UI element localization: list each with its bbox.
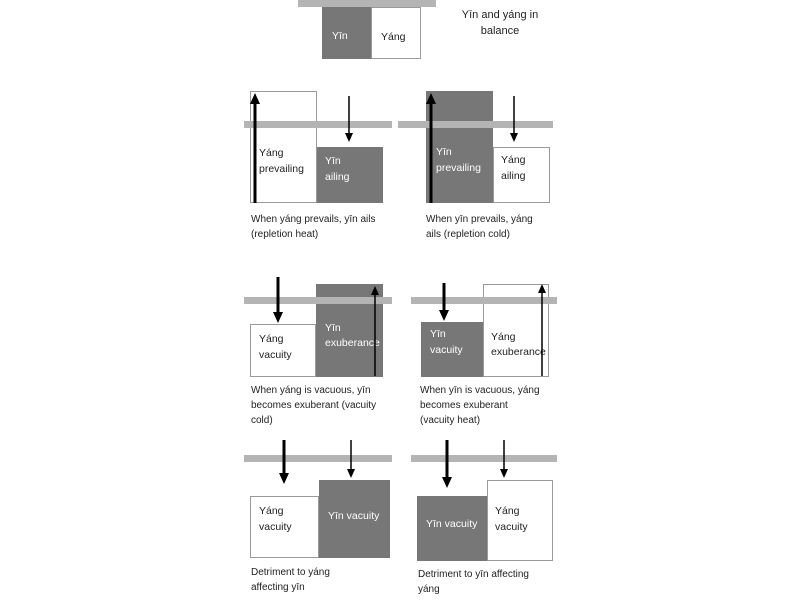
yang-vacuity-label-2: vacuity: [495, 521, 528, 533]
yang-exuberance-label-1: Yáng: [491, 331, 516, 343]
yang-vacuity-label-2: vacuity: [259, 349, 292, 361]
panel-bar: [398, 121, 553, 128]
panel-caption: When yáng is vacuous, yīn becomes exuber…: [251, 385, 377, 426]
yin-ailing-label-2: ailing: [325, 171, 350, 183]
down-arrow-icon: [347, 440, 355, 478]
yang-ailing-label-1: Yáng: [501, 154, 526, 166]
yin-vacuity-label-1: Yīn: [430, 328, 446, 340]
panel-bar: [244, 297, 392, 304]
yin-exuberance-label-1: Yīn: [325, 322, 341, 334]
yang-vacuity-box: Yáng vacuity: [487, 480, 553, 561]
panel-bar: [411, 297, 557, 304]
yang-vacuity-label-1: Yáng: [259, 333, 284, 345]
yang-prevailing-box: Yáng prevailing: [250, 91, 317, 203]
down-arrow-icon: [273, 277, 283, 323]
yin-vacuity-box: Yīn vacuity: [319, 480, 390, 558]
yin-prevailing-box: Yīn prevailing: [426, 91, 493, 203]
panel-caption: When yáng prevails, yīn ails (repletion …: [251, 214, 376, 240]
yang-vacuity-box: Yáng vacuity: [250, 324, 316, 377]
yang-prevailing-label-2: prevailing: [259, 163, 304, 175]
yang-vacuity-label-2: vacuity: [259, 521, 292, 533]
yin-prevailing-label-1: Yīn: [436, 146, 452, 158]
panel-bar: [411, 455, 557, 462]
up-arrow-icon: [371, 286, 379, 376]
panel-caption: Detriment to yáng affecting yīn: [251, 567, 330, 593]
yin-vacuity-label: Yīn vacuity: [328, 510, 380, 522]
balance-yin-label: Yīn: [332, 30, 348, 42]
balance-yang-label: Yáng: [381, 31, 406, 43]
balance-yang-box: Yáng: [371, 7, 421, 59]
yin-vacuity-label-2: vacuity: [430, 344, 463, 356]
yin-ailing-box: Yīn ailing: [317, 147, 383, 203]
yang-ailing-label-2: ailing: [501, 170, 526, 182]
yin-exuberance-label-2: exuberance: [325, 337, 380, 349]
yin-vacuity-box: Yīn vacuity: [421, 322, 483, 377]
panel-caption: When yīn prevails, yáng ails (repletion …: [426, 214, 533, 240]
yang-ailing-box: Yáng ailing: [493, 147, 550, 203]
panel-bar: [244, 455, 392, 462]
yin-prevailing-label-2: prevailing: [436, 162, 481, 174]
yin-vacuity-box: Yīn vacuity: [417, 496, 487, 561]
yang-exuberance-label-2: exuberance: [491, 346, 546, 358]
yang-vacuity-box: Yáng vacuity: [250, 496, 319, 558]
down-arrow-icon: [442, 440, 452, 488]
up-arrow-icon: [538, 284, 546, 376]
balance-title: Yīn and yáng in balance: [461, 9, 539, 37]
panel-caption: When yīn is vacuous, yáng becomes exuber…: [420, 385, 540, 426]
yang-vacuity-label-1: Yáng: [495, 505, 520, 517]
up-arrow-icon: [250, 93, 260, 203]
yang-prevailing-label-1: Yáng: [259, 147, 284, 159]
yin-ailing-label-1: Yīn: [325, 155, 341, 167]
balance-yin-box: Yīn: [322, 7, 371, 59]
down-arrow-icon: [500, 440, 508, 478]
down-arrow-icon: [279, 440, 289, 484]
up-arrow-icon: [426, 93, 436, 203]
down-arrow-icon: [510, 96, 518, 142]
down-arrow-icon: [439, 283, 449, 321]
down-arrow-icon: [345, 96, 353, 142]
panel-caption: Detriment to yīn affecting yáng: [418, 569, 529, 595]
yang-vacuity-label-1: Yáng: [259, 505, 284, 517]
balance-bar: [298, 0, 436, 7]
panel-bar: [244, 121, 392, 128]
yin-vacuity-label: Yīn vacuity: [426, 518, 478, 530]
